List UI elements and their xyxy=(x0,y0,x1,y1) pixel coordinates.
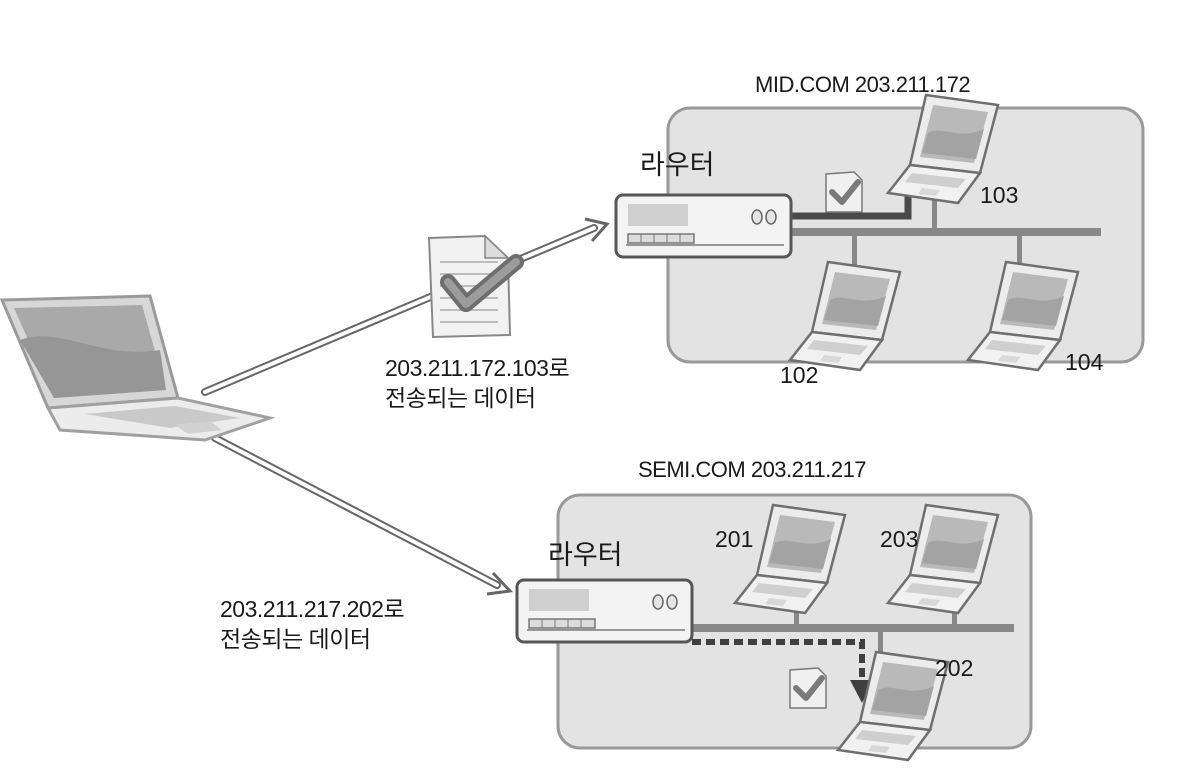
laptop-icon xyxy=(0,294,276,442)
host-label-103: 103 xyxy=(980,182,1019,208)
network-title-semi-com: SEMI.COM 203.211.217 xyxy=(638,457,867,482)
mid-com-bus xyxy=(785,228,1101,236)
document-check-icon xyxy=(790,668,826,708)
host-label-201: 201 xyxy=(715,526,754,552)
delivery-arrow-202 xyxy=(692,639,865,680)
transmission-caption-mid: 203.211.172.103로 전송되는 데이터 xyxy=(385,353,570,413)
document-check-icon xyxy=(826,172,862,212)
network-title-mid-com: MID.COM 203.211.172 xyxy=(755,72,971,97)
host-label-203: 203 xyxy=(880,526,919,552)
router-label-semi-com: 라우터 xyxy=(548,540,623,570)
transmission-caption-semi: 203.211.217.202로 전송되는 데이터 xyxy=(220,594,405,654)
router-icon xyxy=(515,578,694,644)
document-check-icon xyxy=(427,234,524,339)
mid-com-drop-104 xyxy=(1017,232,1022,270)
host-label-102: 102 xyxy=(780,362,819,388)
host-label-104: 104 xyxy=(1065,349,1104,375)
semi-com-drop-202 xyxy=(878,630,883,668)
host-label-202: 202 xyxy=(935,655,974,681)
caption-line: 전송되는 데이터 xyxy=(385,385,536,411)
router-icon xyxy=(614,193,793,259)
mid-com-drop-103 xyxy=(932,196,937,232)
caption-line: 203.211.172.103로 xyxy=(385,355,570,381)
mid-com-drop-102 xyxy=(852,232,857,272)
transmission-arrow-mid xyxy=(201,217,610,396)
caption-line: 전송되는 데이터 xyxy=(220,626,371,652)
transmission-arrow-semi xyxy=(211,434,514,596)
caption-line: 203.211.217.202로 xyxy=(220,596,405,622)
semi-com-bus xyxy=(690,624,1014,632)
router-label-mid-com: 라우터 xyxy=(640,150,715,180)
